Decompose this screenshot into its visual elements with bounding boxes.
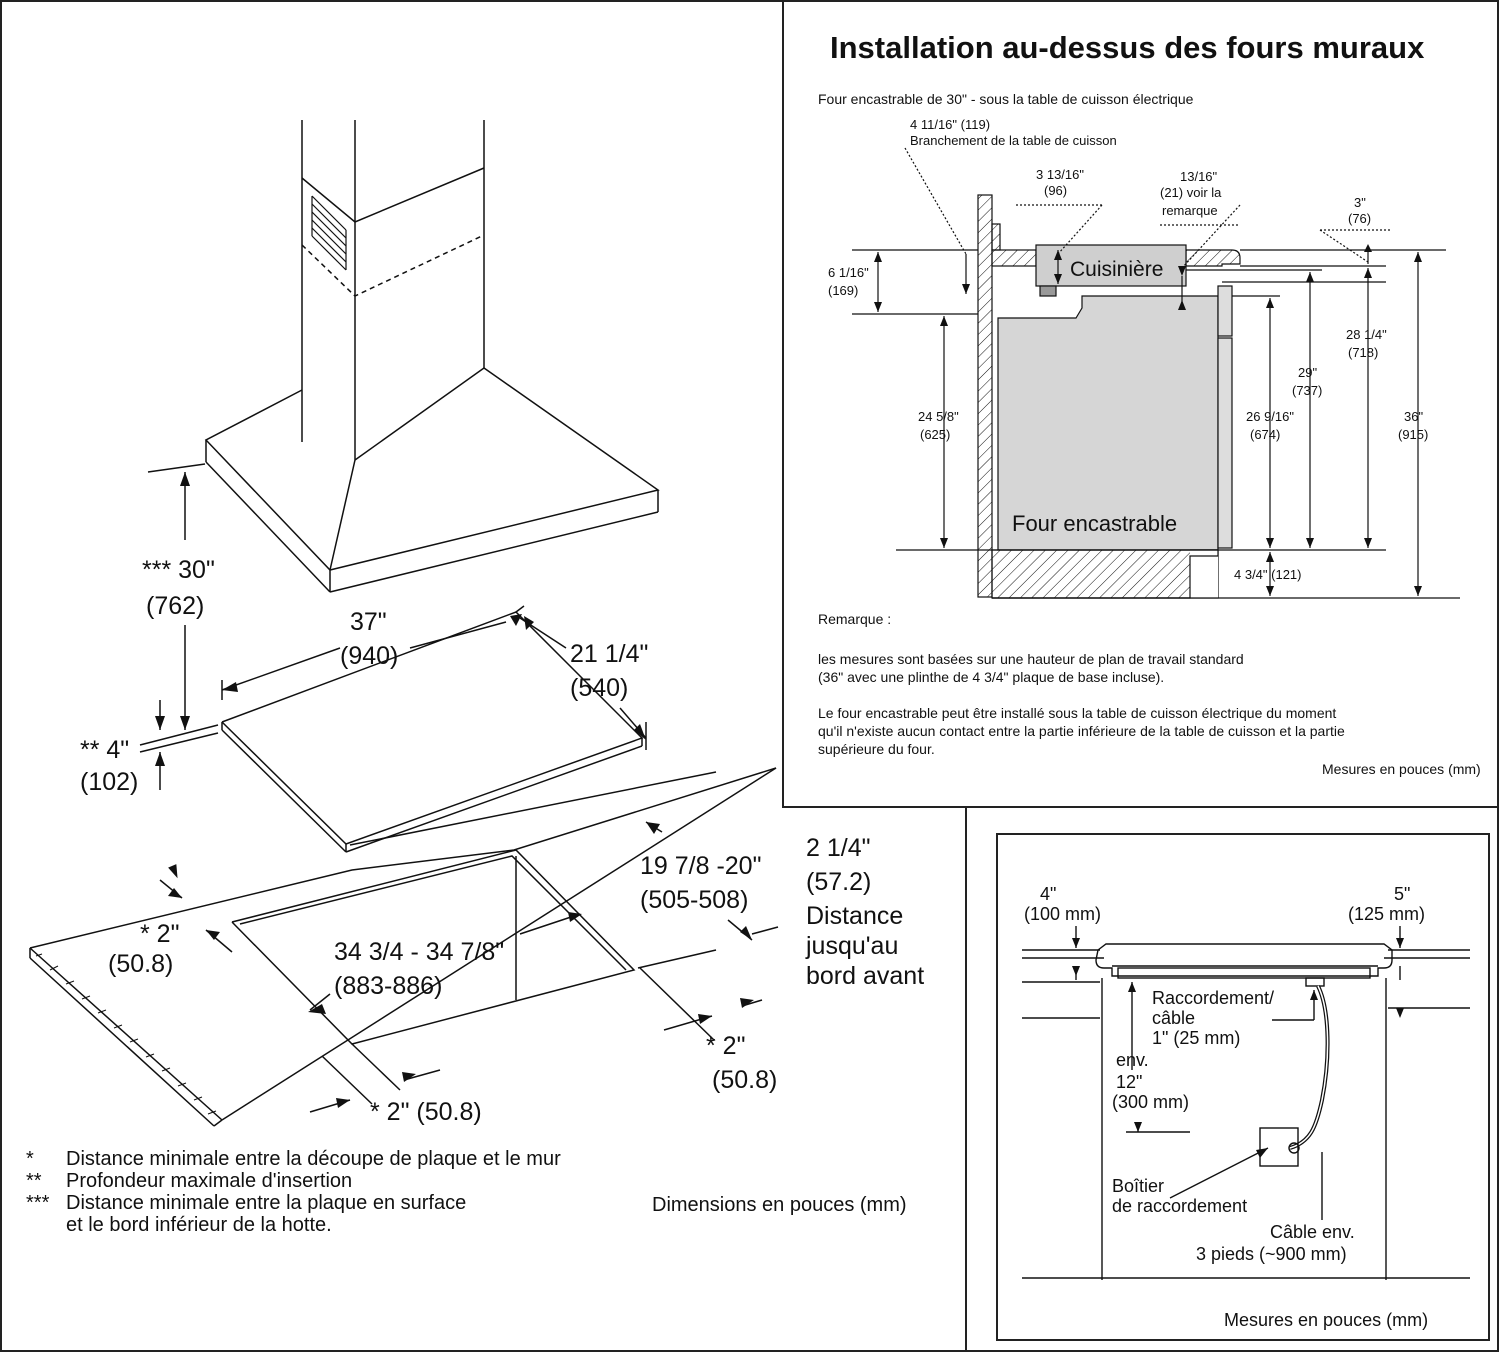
legend-text: Distance minimale entre la plaque en sur… (66, 1192, 467, 1214)
legend-mark: * (26, 1148, 34, 1170)
env-label-1: env. (1116, 1050, 1149, 1070)
dim-width: 37" (350, 608, 387, 636)
page-title: Installation au-dessus des fours muraux (830, 30, 1425, 65)
dim-j: 36" (1404, 409, 1424, 424)
dim-j-mm: (915) (1398, 427, 1429, 442)
connection-label-2: câble (1152, 1008, 1196, 1028)
dim-left-wall: * 2" (140, 920, 180, 948)
dim-h-mm: (625) (920, 427, 951, 442)
dim-f: 28 1/4" (1346, 327, 1387, 342)
front-edge-label-2: jusqu'au (806, 932, 899, 960)
legend-item: * Distance minimale entre la découpe de p… (26, 1148, 561, 1170)
panel-subtitle: Four encastrable de 30" - sous la table … (818, 91, 1194, 107)
dim-c-label: remarque (1162, 203, 1218, 218)
env-label-2: 12" (1116, 1072, 1143, 1092)
dim-b-mm: (96) (1044, 183, 1068, 198)
box-label-1: Boîtier (1112, 1176, 1165, 1196)
cooktop-label: Cuisinière (1070, 258, 1164, 281)
dim-f-mm: (718) (1348, 345, 1379, 360)
connection-label-1: Raccordement/ (1152, 988, 1275, 1008)
remark-title: Remarque : (818, 611, 892, 627)
dim-insert-mm: (102) (80, 768, 139, 796)
dim-right-wall-mm: (50.8) (712, 1066, 778, 1094)
box-label-2: de raccordement (1112, 1196, 1248, 1216)
dim-g: 29" (1298, 365, 1318, 380)
legend-text: Distance minimale entre la découpe de pl… (66, 1148, 561, 1170)
dim-cutout-width: 34 3/4 - 34 7/8" (334, 938, 505, 966)
dim-bottom-wall: * 2" (50.8) (370, 1098, 482, 1126)
dim-width-mm: (940) (340, 642, 399, 670)
dim-k: 4 3/4" (121) (1234, 567, 1302, 582)
dim-cutout-width-mm: (883-886) (334, 972, 443, 1000)
dim-i: 26 9/16" (1246, 409, 1294, 424)
dim-h: 24 5/8" (918, 409, 959, 424)
hood-cooktop-drawing (29, 120, 779, 1127)
legend-mark: *** (26, 1192, 50, 1214)
dim-a-label: Branchement de la table de cuisson (910, 133, 1117, 148)
cable-label-2: 3 pieds (~900 mm) (1196, 1244, 1347, 1264)
dim-depth-mm: (540) (570, 674, 629, 702)
dim-depth: 21 1/4" (570, 640, 649, 668)
remark-line: supérieure du four. (818, 741, 935, 757)
dim-left-clearance: 4" (1040, 884, 1057, 904)
legend-mark: ** (26, 1170, 42, 1192)
dim-c: 13/16" (1180, 169, 1218, 184)
connection-panel-frame (996, 833, 1490, 1341)
dim-front-edge: 2 1/4" (806, 834, 871, 862)
dim-i-mm: (674) (1250, 427, 1281, 442)
dim-front-edge-mm: (57.2) (806, 868, 872, 896)
dim-cutout-depth: 19 7/8 -20" (640, 852, 762, 880)
dim-left-wall-mm: (50.8) (108, 950, 174, 978)
dim-e-mm: (169) (828, 283, 859, 298)
front-edge-label-3: bord avant (806, 962, 925, 990)
remark-line: qu'il n'existe aucun contact entre la pa… (818, 723, 1345, 739)
installation-panel-frame (782, 0, 1499, 808)
dim-right-clearance-mm: (125 mm) (1348, 904, 1426, 924)
dim-cutout-depth-mm: (505-508) (640, 886, 749, 914)
oven-label: Four encastrable (1012, 511, 1178, 536)
dim-right-wall: * 2" (706, 1032, 746, 1060)
dim-hood-height: *** 30" (142, 556, 215, 584)
legend: * Distance minimale entre la découpe de p… (26, 1148, 561, 1236)
left-units: Dimensions en pouces (mm) (652, 1194, 907, 1216)
dim-right-clearance: 5" (1394, 884, 1411, 904)
remark-line: (36" avec une plinthe de 4 3/4" plaque d… (818, 669, 1165, 685)
remark-line: les mesures sont basées sur une hauteur … (818, 651, 1244, 667)
remark-line: Le four encastrable peut être installé s… (818, 705, 1337, 721)
cable-label-1: Câble env. (1270, 1222, 1355, 1242)
front-edge-label-1: Distance (806, 902, 904, 930)
connection-label-3: 1" (25 mm) (1152, 1028, 1241, 1048)
dim-e: 6 1/16" (828, 265, 869, 280)
dim-c-mm: (21) voir la (1160, 185, 1222, 200)
legend-mark (26, 1214, 66, 1236)
dim-a: 4 11/16" (119) (910, 117, 991, 132)
top-right-units: Mesures en pouces (mm) (1322, 761, 1481, 777)
dim-insert: ** 4" (80, 736, 130, 764)
env-label-3: (300 mm) (1112, 1092, 1190, 1112)
dim-d-mm: (76) (1348, 211, 1372, 226)
dim-b: 3 13/16" (1036, 167, 1084, 182)
legend-text: et le bord inférieur de la hotte. (66, 1214, 332, 1236)
bottom-right-units: Mesures en pouces (mm) (1224, 1310, 1429, 1330)
dim-hood-height-mm: (762) (146, 592, 205, 620)
legend-item: *** Distance minimale entre la plaque en … (26, 1192, 561, 1214)
dim-d: 3" (1354, 195, 1366, 210)
dim-g-mm: (737) (1292, 383, 1323, 398)
legend-item: et le bord inférieur de la hotte. (26, 1214, 561, 1236)
divider-line (965, 808, 967, 1352)
dim-left-clearance-mm: (100 mm) (1024, 904, 1102, 924)
oven-section-drawing (852, 147, 1460, 599)
legend-item: ** Profondeur maximale d'insertion (26, 1170, 561, 1192)
legend-text: Profondeur maximale d'insertion (66, 1170, 353, 1192)
